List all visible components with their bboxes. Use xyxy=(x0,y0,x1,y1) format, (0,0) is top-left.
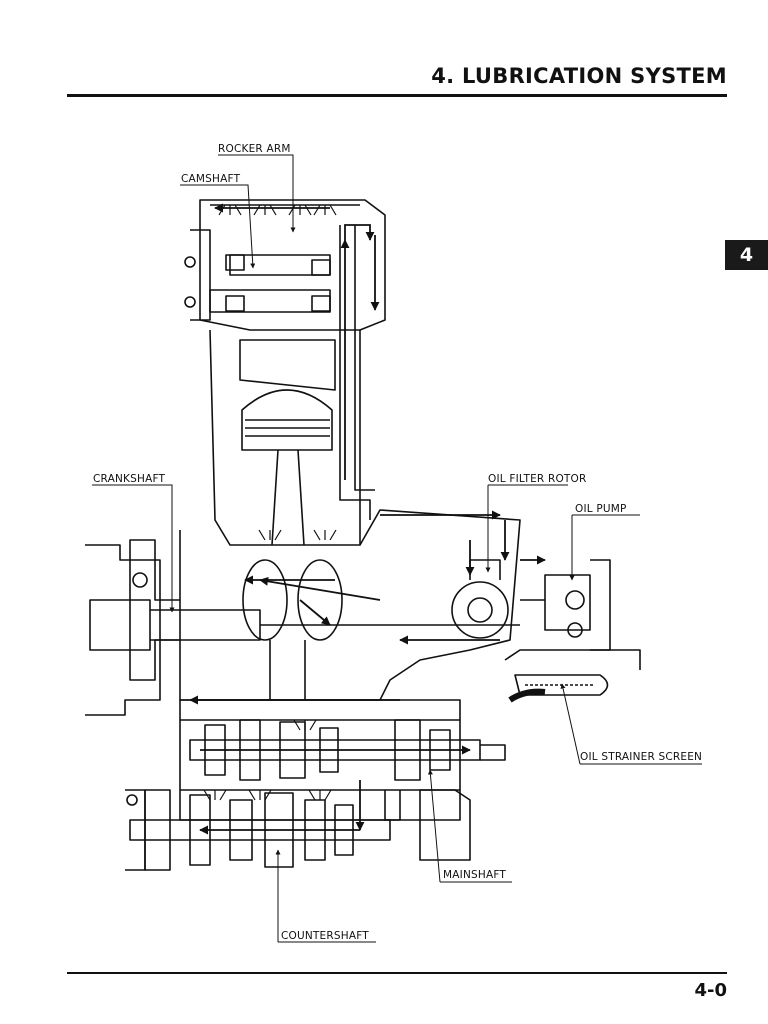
page-title: 4. LUBRICATION SYSTEM xyxy=(431,64,727,88)
page-number: 4-0 xyxy=(694,980,727,1001)
footer-rule xyxy=(67,972,727,974)
callout-oil-strainer-screen: OIL STRAINER SCREEN xyxy=(580,751,703,763)
mainshaft-body xyxy=(189,739,481,761)
connecting-rod xyxy=(271,449,305,546)
countershaft-body xyxy=(129,819,391,841)
oil-strainer xyxy=(514,674,609,696)
callout-oil-pump: OIL PUMP xyxy=(575,503,627,515)
header-rule xyxy=(67,94,727,97)
piston xyxy=(241,389,333,451)
callout-oil-filter-rotor: OIL FILTER ROTOR xyxy=(488,473,587,485)
callout-crankshaft: CRANKSHAFT xyxy=(93,473,166,485)
callout-mainshaft: MAINSHAFT xyxy=(443,869,507,881)
crankshaft-body xyxy=(89,599,151,651)
cylinder xyxy=(209,329,361,546)
callout-countershaft: COUNTERSHAFT xyxy=(281,930,369,942)
callout-camshaft: CAMSHAFT xyxy=(181,173,241,185)
chapter-tab: 4 xyxy=(725,240,768,270)
rocker-shaft xyxy=(229,254,331,276)
cylinder-head xyxy=(199,199,386,331)
callout-rocker-arm: ROCKER ARM xyxy=(218,143,291,155)
oil-filter-rotor xyxy=(451,581,509,639)
